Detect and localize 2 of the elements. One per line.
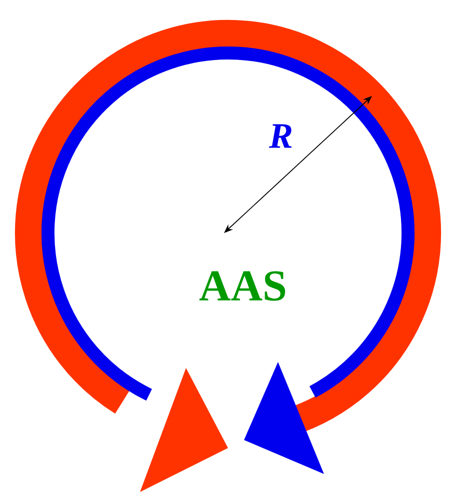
center-label: AAS — [199, 271, 286, 301]
radius-label: R — [268, 124, 292, 148]
